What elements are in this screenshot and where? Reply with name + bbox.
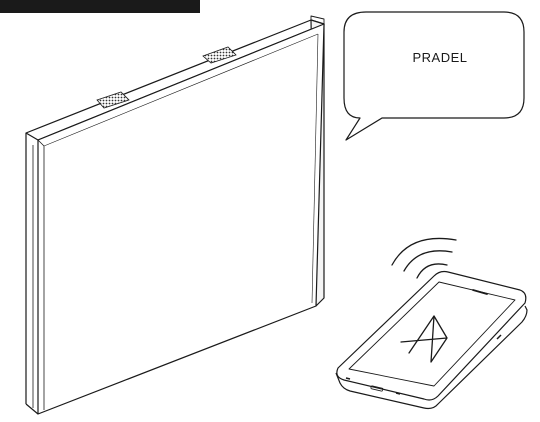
header-bar — [0, 0, 200, 13]
speaker-grille-right — [202, 46, 237, 64]
mirror-cabinet — [25, 15, 325, 415]
phone-front — [336, 270, 527, 401]
wireless-signal-icon — [391, 237, 457, 279]
mirror-front — [37, 23, 325, 415]
speech-bubble — [343, 11, 525, 141]
phone-screen — [348, 281, 516, 387]
bluetooth-icon — [400, 315, 448, 363]
speaker-grille-left — [96, 91, 130, 109]
speaker-grilles — [96, 46, 237, 109]
speech-bubble-text: PRADEL — [412, 50, 468, 65]
